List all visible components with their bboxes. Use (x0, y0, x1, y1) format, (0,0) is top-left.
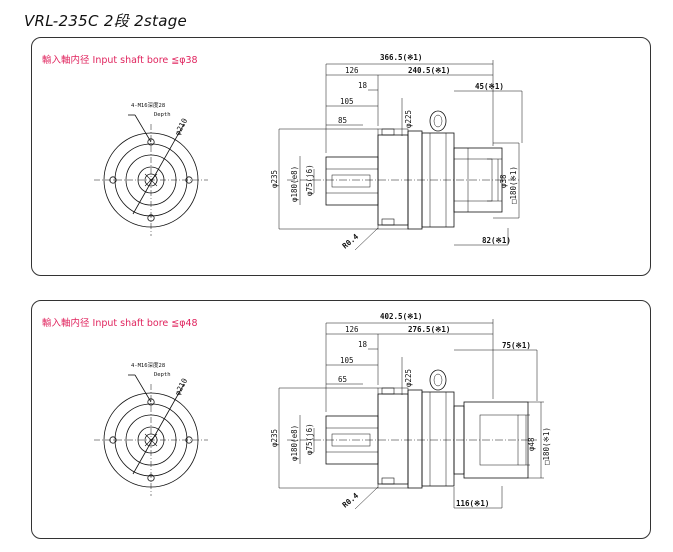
dim-225: φ225 (404, 369, 413, 387)
dim-240: 240.5(※1) (408, 66, 450, 75)
input-bore-label: 輸入軸内径 Input shaft bore ≦φ48 (42, 318, 198, 329)
dim-65: 65 (338, 375, 347, 384)
dim-126: 126 (345, 66, 359, 75)
technical-drawing-1: 366.5(※1) 126 240.5(※1) 45(※1) 18 105 85… (94, 53, 523, 251)
page-title: VRL-235C 2段 2stage (24, 12, 188, 30)
pcd-label: φ210 (173, 116, 190, 137)
dim-18: 18 (358, 81, 368, 90)
dim-bottom: 82(※1) (482, 236, 511, 245)
front-view (94, 114, 208, 236)
dim-85: 85 (338, 116, 347, 125)
dim-total: 402.5(※1) (380, 312, 422, 321)
dimension-lines (278, 60, 523, 251)
dim-75: 75(※1) (502, 341, 531, 350)
dim-180: φ180(e8) (290, 425, 299, 461)
dim-bore: φ38 (499, 174, 508, 188)
dim-105: 105 (340, 356, 354, 365)
dim-square: □180(※1) (509, 166, 518, 204)
front-view (94, 374, 208, 496)
dim-235: φ235 (270, 429, 279, 447)
pcd-label: φ210 (173, 376, 190, 397)
dim-235: φ235 (270, 170, 279, 188)
front-note-depth: Depth (154, 372, 171, 378)
dim-45: 45(※1) (475, 82, 504, 91)
front-note: 4-M16深度28 (131, 361, 165, 369)
dim-square: □180(※1) (542, 427, 551, 465)
dim-126: 126 (345, 325, 359, 334)
dimension-lines (278, 319, 544, 510)
dim-180: φ180(e8) (290, 166, 299, 202)
front-note-depth: Depth (154, 112, 171, 118)
dim-bottom: 116(※1) (456, 499, 489, 508)
dim-225: φ225 (404, 110, 413, 128)
dim-bore: φ48 (527, 437, 536, 451)
input-bore-label: 輸入軸内径 Input shaft bore ≦φ38 (42, 55, 198, 66)
drawing-panel-1: 輸入軸内径 Input shaft bore ≦φ38 (31, 37, 651, 276)
dim-105: 105 (340, 97, 354, 106)
drawing-panel-2: 輸入軸内径 Input shaft bore ≦φ48 (31, 300, 651, 539)
technical-drawing-2: 402.5(※1) 126 276.5(※1) 75(※1) 18 105 65… (94, 312, 551, 510)
dim-75j6: φ75(j6) (305, 423, 314, 455)
dim-276: 276.5(※1) (408, 325, 450, 334)
side-view (287, 369, 537, 489)
dimension-labels: 402.5(※1) 126 276.5(※1) 75(※1) 18 105 65… (131, 312, 551, 510)
dim-18: 18 (358, 340, 368, 349)
side-view (287, 110, 519, 230)
dim-total: 366.5(※1) (380, 53, 422, 62)
dim-75: φ75(j6) (305, 164, 314, 196)
front-note: 4-M16深度28 (131, 101, 165, 109)
